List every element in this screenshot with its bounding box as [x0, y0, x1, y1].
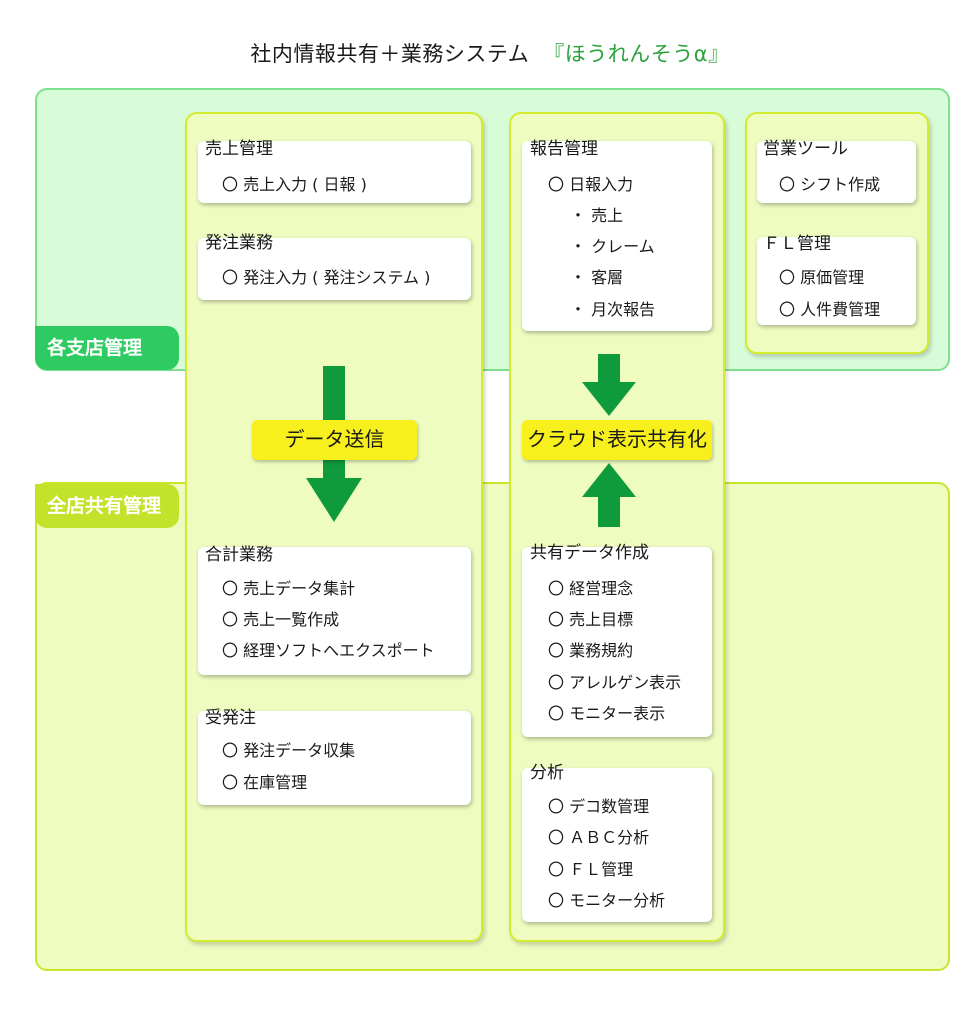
diagram-title: 社内情報共有＋業務システム『ほうれんそうα』 — [0, 38, 980, 68]
arrow-up-middle-shape — [582, 463, 636, 527]
card-fl — [757, 237, 916, 325]
item-analysis-1: 〇 ＡＢＣ分析 — [548, 828, 650, 847]
item-tools-0: 〇 シフト作成 — [779, 175, 881, 194]
item-sales-0: 〇 売上入力 ( 日報 ) — [222, 175, 367, 194]
item-shared-data-2: 〇 業務規約 — [548, 641, 634, 660]
arrow-down-middle — [582, 354, 636, 416]
arrow-up-middle — [582, 463, 636, 527]
arrow-down-middle-shape — [582, 354, 636, 416]
item-receive-1: 〇 在庫管理 — [222, 773, 308, 792]
card-title-analysis: 分析 — [530, 763, 564, 783]
item-order-0: 〇 発注入力 ( 発注システム ) — [222, 268, 431, 287]
item-total-0: 〇 売上データ集計 — [222, 579, 356, 598]
item-analysis-3: 〇 モニター分析 — [548, 891, 666, 910]
item-analysis-0: 〇 デコ数管理 — [548, 797, 650, 816]
item-shared-data-3: 〇 アレルゲン表示 — [548, 673, 682, 692]
item-report-2: ・ クレーム — [570, 237, 655, 256]
card-total — [198, 547, 471, 675]
card-title-report: 報告管理 — [530, 139, 598, 159]
card-shared-data — [522, 547, 712, 737]
item-report-3: ・ 客層 — [570, 268, 624, 287]
card-title-order: 発注業務 — [205, 233, 273, 253]
item-fl-1: 〇 人件費管理 — [779, 300, 881, 319]
item-shared-data-4: 〇 モニター表示 — [548, 704, 666, 723]
item-shared-data-0: 〇 経営理念 — [548, 579, 634, 598]
item-total-1: 〇 売上一覧作成 — [222, 610, 340, 629]
card-title-tools: 営業ツール — [763, 139, 848, 159]
shared-zone-label: 全店共有管理 — [35, 484, 179, 528]
card-analysis — [522, 768, 712, 922]
item-report-1: ・ 売上 — [570, 206, 624, 225]
card-title-total: 合計業務 — [205, 545, 273, 565]
item-fl-0: 〇 原価管理 — [779, 268, 865, 287]
title-sub: 『ほうれんそうα』 — [543, 42, 730, 66]
card-sales — [198, 141, 471, 203]
item-report-4: ・ 月次報告 — [570, 300, 656, 319]
card-title-receive: 受発注 — [205, 708, 256, 728]
item-analysis-2: 〇 ＦＬ管理 — [548, 860, 634, 879]
data-send-label: データ送信 — [252, 420, 417, 460]
cloud-share-label: クラウド表示共有化 — [522, 420, 712, 460]
item-shared-data-1: 〇 売上目標 — [548, 610, 634, 629]
card-order — [198, 238, 471, 300]
branch-zone-label: 各支店管理 — [35, 326, 179, 370]
card-title-sales: 売上管理 — [205, 139, 273, 159]
title-main: 社内情報共有＋業務システム — [250, 42, 530, 66]
item-total-2: 〇 経理ソフトへエクスポート — [222, 641, 435, 660]
card-title-shared-data: 共有データ作成 — [530, 543, 649, 563]
card-receive — [198, 711, 471, 805]
card-tools — [757, 141, 916, 203]
item-receive-0: 〇 発注データ収集 — [222, 741, 356, 760]
card-title-fl: ＦＬ管理 — [763, 234, 831, 254]
card-report — [522, 141, 712, 331]
item-report-0: 〇 日報入力 — [548, 175, 634, 194]
shared-zone — [35, 482, 950, 971]
